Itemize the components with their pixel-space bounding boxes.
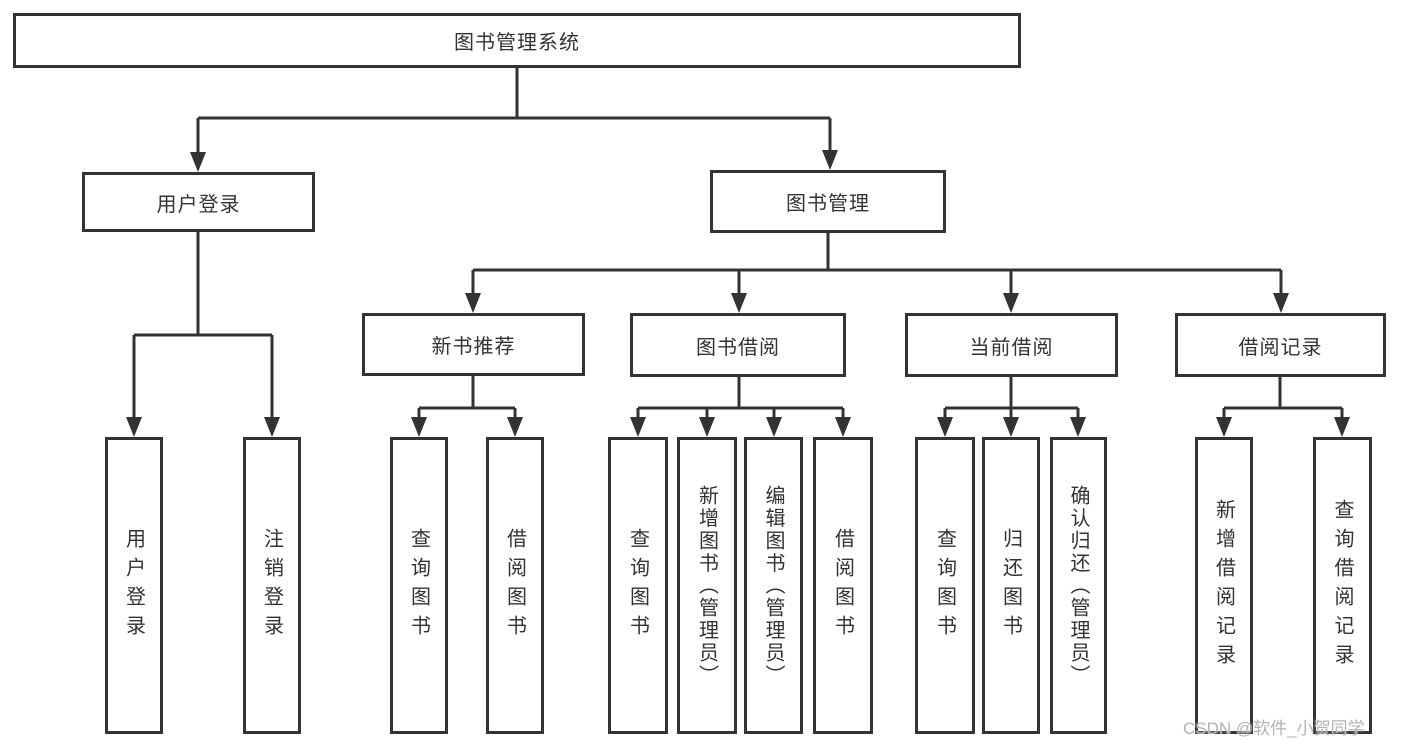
leaf-br-add-record-label: 新增借阅记录 bbox=[1212, 498, 1235, 673]
node-book-borrowing-label: 图书借阅 bbox=[696, 336, 780, 359]
leaf-login-label: 用户登录 bbox=[122, 527, 145, 644]
leaf-br-query-record-label: 查询借阅记录 bbox=[1331, 498, 1353, 673]
leaf-br-add-record: 新增借阅记录 bbox=[1195, 437, 1253, 734]
arrowheads bbox=[126, 150, 1350, 437]
leaf-cb-return-books: 归还图书 bbox=[982, 437, 1040, 734]
node-borrowing-records: 借阅记录 bbox=[1175, 313, 1386, 377]
node-book-borrowing: 图书借阅 bbox=[630, 313, 846, 377]
leaf-rec-query-books: 查询图书 bbox=[390, 437, 448, 734]
leaf-cb-return-books-label: 归还图书 bbox=[999, 527, 1022, 644]
leaf-rec-borrow-books: 借阅图书 bbox=[486, 437, 544, 734]
node-new-book-recommend-label: 新书推荐 bbox=[431, 336, 516, 358]
leaf-bb-query-books-label: 查询图书 bbox=[626, 527, 649, 644]
node-borrowing-records-label: 借阅记录 bbox=[1238, 336, 1323, 359]
leaf-rec-query-books-label: 查询图书 bbox=[407, 527, 430, 644]
leaf-bb-borrow-books: 借阅图书 bbox=[813, 437, 873, 734]
watermark-text: CSDN @软件_小贺同学 bbox=[1183, 719, 1365, 738]
leaf-bb-add-books-label: 新增图书（管理员） bbox=[695, 484, 718, 687]
node-current-borrowing-label: 当前借阅 bbox=[969, 336, 1054, 359]
leaf-bb-edit-books: 编辑图书（管理员） bbox=[744, 437, 803, 734]
node-user-login-group-label: 用户登录 bbox=[156, 193, 241, 216]
leaf-logout-label: 注销登录 bbox=[260, 527, 283, 644]
node-root-label: 图书管理系统 bbox=[454, 32, 580, 54]
leaf-bb-query-books: 查询图书 bbox=[608, 437, 668, 734]
node-book-management: 图书管理 bbox=[710, 170, 946, 233]
node-new-book-recommend: 新书推荐 bbox=[362, 313, 585, 376]
leaf-cb-query-books: 查询图书 bbox=[915, 437, 975, 734]
leaf-cb-confirm-return-label: 确认归还（管理员） bbox=[1067, 484, 1089, 687]
leaf-login: 用户登录 bbox=[105, 437, 163, 734]
leaf-bb-edit-books-label: 编辑图书（管理员） bbox=[762, 484, 784, 687]
leaf-rec-borrow-books-label: 借阅图书 bbox=[503, 527, 526, 644]
leaf-cb-query-books-label: 查询图书 bbox=[933, 527, 956, 644]
node-root: 图书管理系统 bbox=[13, 13, 1021, 68]
leaf-cb-confirm-return: 确认归还（管理员） bbox=[1050, 437, 1107, 734]
node-current-borrowing: 当前借阅 bbox=[905, 313, 1118, 377]
node-book-management-label: 图书管理 bbox=[786, 193, 870, 215]
leaf-bb-add-books: 新增图书（管理员） bbox=[677, 437, 737, 734]
leaf-bb-borrow-books-label: 借阅图书 bbox=[831, 527, 854, 644]
leaf-logout: 注销登录 bbox=[243, 437, 301, 734]
node-user-login-group: 用户登录 bbox=[82, 172, 315, 232]
leaf-br-query-record: 查询借阅记录 bbox=[1313, 437, 1372, 734]
